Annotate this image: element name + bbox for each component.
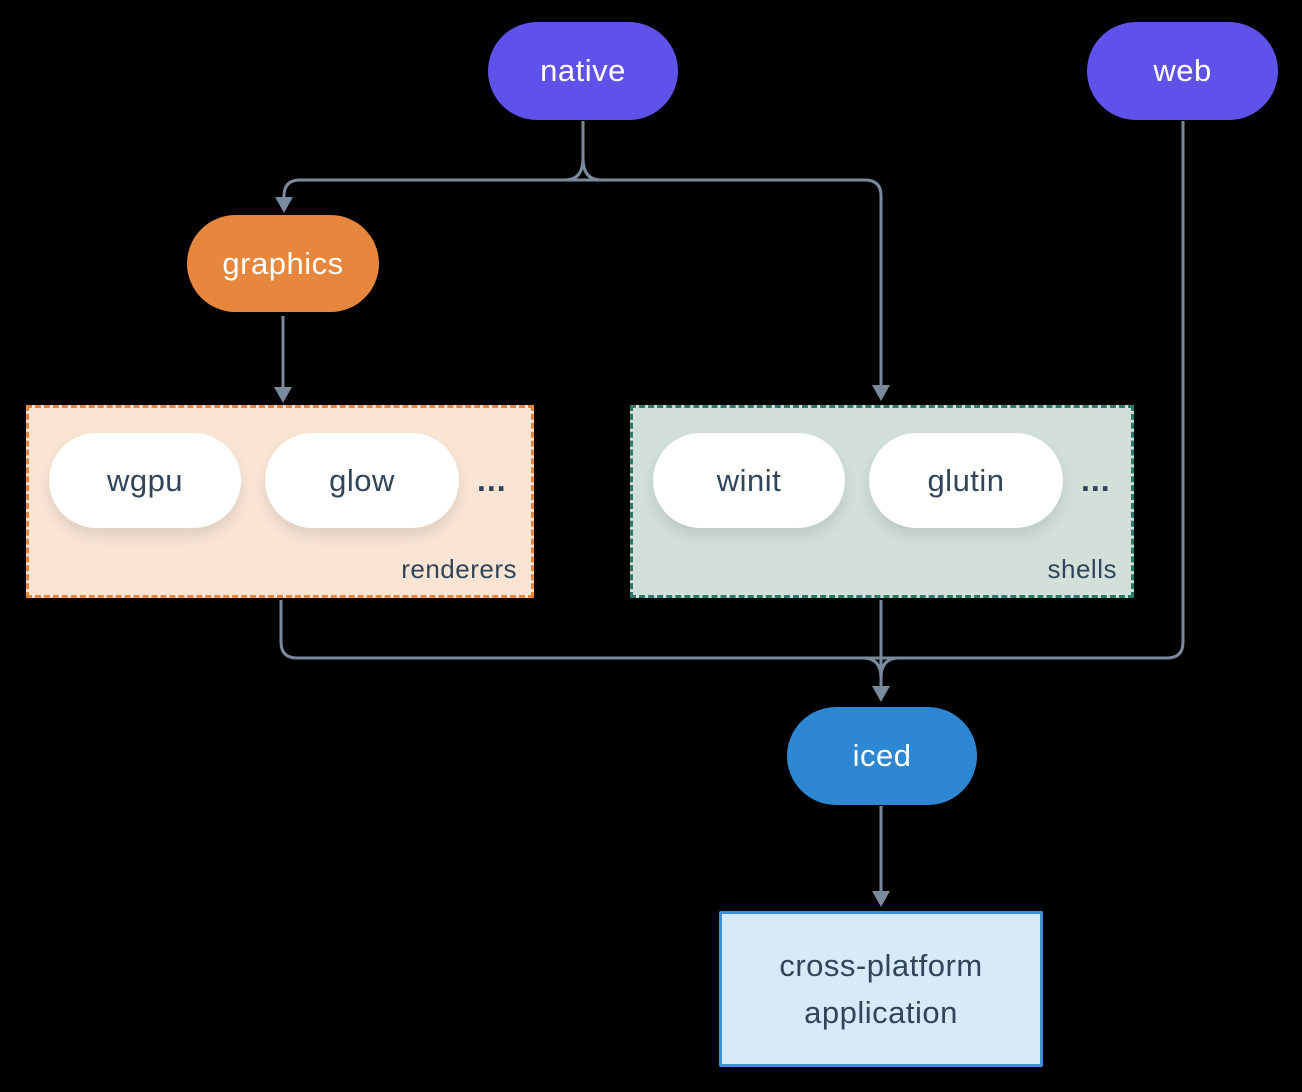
glow-node: glow: [265, 433, 459, 528]
iced-node: iced: [787, 707, 977, 805]
native-node: native: [488, 22, 678, 120]
application-label-line2: application: [804, 995, 958, 1030]
web-node: web: [1087, 22, 1278, 120]
arrow-to-renderers: [274, 387, 292, 403]
shells-group: winit glutin ... shells: [630, 405, 1134, 598]
arrow-to-application: [872, 891, 890, 907]
shells-group-label: shells: [1047, 554, 1117, 584]
arrow-to-iced: [872, 686, 890, 702]
edge-native-stem: [564, 121, 602, 182]
renderers-group-label: renderers: [401, 554, 517, 584]
cross-platform-application-node: cross-platform application: [719, 911, 1043, 1067]
graphics-node: graphics: [187, 215, 379, 312]
shells-ellipsis: ...: [1081, 462, 1111, 498]
edge-merge-fork: [862, 656, 900, 679]
arrow-to-shells: [872, 385, 890, 401]
renderers-group: wgpu glow ... renderers: [26, 405, 534, 598]
application-label-line1: cross-platform: [779, 948, 983, 983]
arrow-to-graphics: [275, 197, 293, 213]
renderers-ellipsis: ...: [477, 462, 507, 498]
glutin-node: glutin: [869, 433, 1063, 528]
wgpu-node: wgpu: [49, 433, 241, 528]
winit-node: winit: [653, 433, 845, 528]
